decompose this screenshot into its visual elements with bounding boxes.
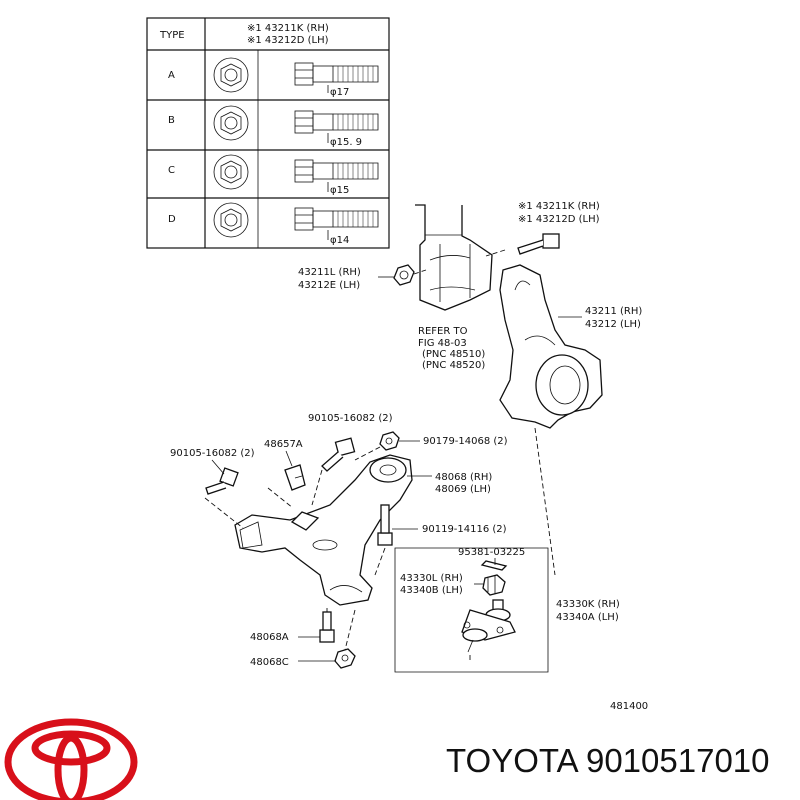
steering-knuckle-drawing — [499, 264, 603, 429]
knuckle-leader-line — [534, 427, 556, 576]
bolt-side-a-icon — [294, 62, 379, 93]
knuckle-bolt-icon — [485, 233, 560, 257]
table-header-rh: ※1 43211K (RH) — [247, 23, 329, 34]
figure-number: 481400 — [610, 701, 648, 712]
label-bolt-rh: ※1 43211K (RH) — [518, 201, 600, 212]
label-bj-nut-lh: 43340B (LH) — [400, 585, 463, 596]
label-48068a: 48068A — [250, 632, 289, 643]
table-type-d: D — [168, 214, 176, 225]
bolt-side-b-icon — [294, 110, 379, 143]
table-dia-d: φ14 — [330, 235, 349, 246]
bolt-left-icon — [205, 467, 239, 495]
bolt-top-icon — [321, 437, 356, 472]
ball-joint-icon — [461, 599, 516, 653]
castle-nut-icon — [482, 574, 506, 596]
table-dia-b: φ15. 9 — [330, 137, 362, 148]
cotter-pin-icon — [480, 560, 508, 571]
bolt-type-table: TYPE ※1 43211K (RH) ※1 43212D (LH) A B C… — [146, 17, 390, 249]
label-nut-90179: 90179-14068 (2) — [423, 436, 508, 447]
label-bj-rh: 43330K (RH) — [556, 599, 620, 610]
bracket-48657a-icon — [284, 464, 306, 491]
label-refer-1: REFER TO — [418, 326, 468, 337]
label-refer-3: (PNC 48510) — [422, 349, 485, 360]
nut-48068c-icon — [334, 648, 356, 669]
label-refer-2: FIG 48-03 — [418, 338, 467, 349]
table-dia-c: φ15 — [330, 185, 349, 196]
bolt-48068a-icon — [319, 611, 335, 643]
lower-control-arm-drawing — [234, 454, 413, 606]
table-type-c: C — [168, 165, 175, 176]
label-48657a: 48657A — [264, 439, 303, 450]
table-header-lh: ※1 43212D (LH) — [247, 35, 329, 46]
label-arm-rh: 48068 (RH) — [435, 472, 492, 483]
strut-bracket-drawing — [415, 204, 493, 311]
label-bj-nut-rh: 43330L (RH) — [400, 573, 463, 584]
table-dia-a: φ17 — [330, 87, 349, 98]
knuckle-nut-icon — [393, 264, 427, 286]
label-knuckle-lh: 43212 (LH) — [585, 319, 641, 330]
bolt-head-c-icon — [213, 154, 249, 190]
label-knuckle-rh: 43211 (RH) — [585, 306, 642, 317]
toyota-logo — [4, 718, 138, 800]
label-bj-lh: 43340A (LH) — [556, 612, 619, 623]
label-pin: 95381-03225 — [458, 547, 525, 558]
brand-part-number: TOYOTA 9010517010 — [446, 742, 770, 779]
label-nut-rh: 43211L (RH) — [298, 267, 361, 278]
bolt-head-a-icon — [213, 57, 249, 93]
callout-labels: ※1 43211K (RH) ※1 43212D (LH) 43211L (RH… — [170, 201, 648, 712]
nut-90179-icon — [379, 431, 400, 451]
bolt-side-d-icon — [294, 207, 379, 240]
label-nut-lh: 43212E (LH) — [298, 280, 360, 291]
label-arm-lh: 48069 (LH) — [435, 484, 491, 495]
bolt-head-b-icon — [213, 105, 249, 141]
label-bolt-top: 90105-16082 (2) — [308, 413, 393, 424]
ball-joint-box — [394, 547, 549, 673]
bolt-side-c-icon — [294, 159, 379, 192]
label-48068c: 48068C — [250, 657, 289, 668]
label-bolt-lh: ※1 43212D (LH) — [518, 214, 600, 225]
label-bolt-90119: 90119-14116 (2) — [422, 524, 507, 535]
table-type-a: A — [168, 70, 175, 81]
assembly-lines — [204, 446, 386, 651]
bolt-head-d-icon — [213, 202, 249, 238]
label-bolt-left: 90105-16082 (2) — [170, 448, 255, 459]
table-type-b: B — [168, 115, 175, 126]
label-refer-4: (PNC 48520) — [422, 360, 485, 371]
table-header-type: TYPE — [159, 30, 185, 41]
bolt-90119-icon — [377, 504, 393, 546]
